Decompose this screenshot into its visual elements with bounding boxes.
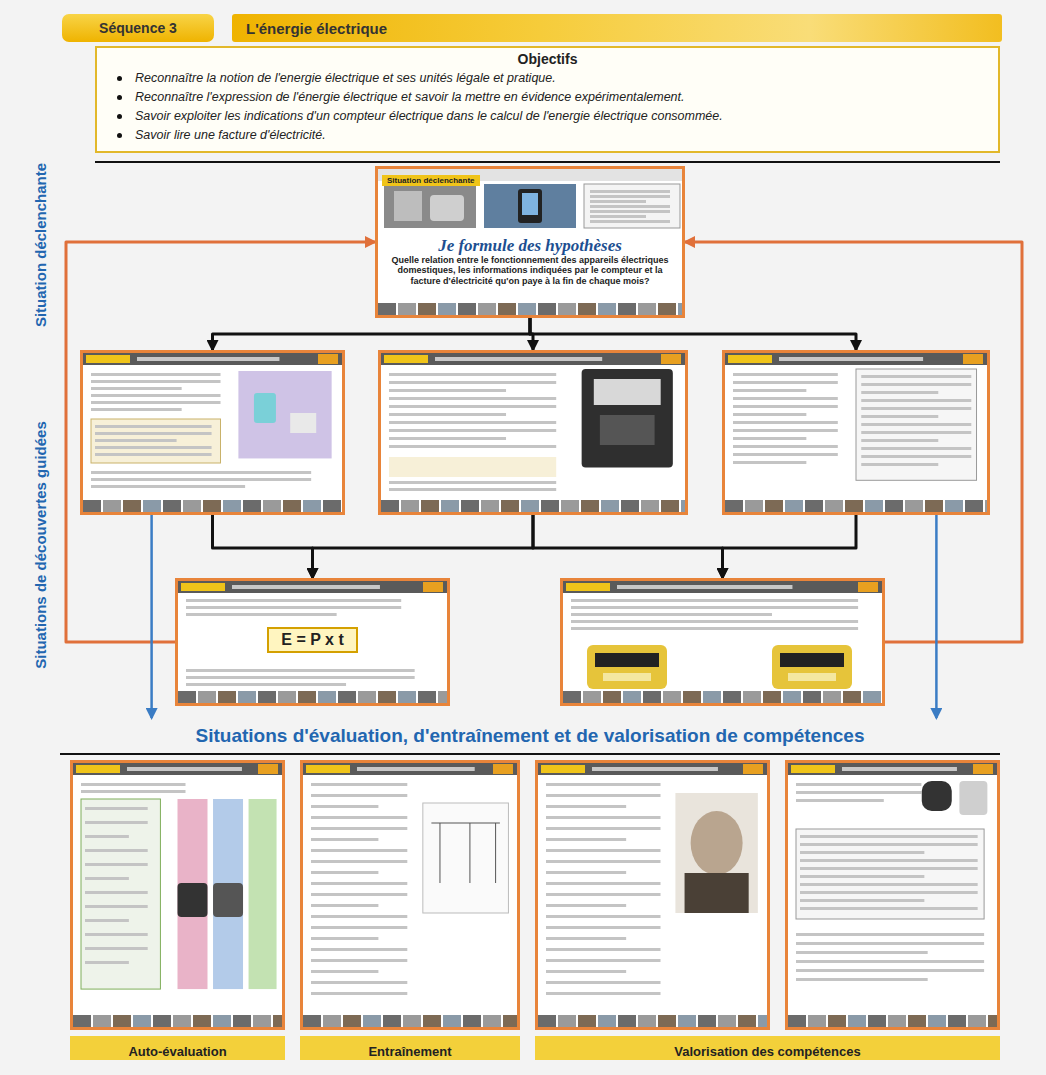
side-label: Situations de découvertes guidées — [32, 421, 49, 669]
bullet-dot — [117, 133, 122, 138]
slide-illustration — [73, 763, 282, 1027]
slide-thumbnail: Situation déclenchante Je formule des hyp… — [375, 166, 685, 318]
bullet-dot — [117, 114, 122, 119]
section-label: Entraînement — [300, 1036, 520, 1060]
connector-arrow — [530, 318, 856, 350]
bullet-dot — [117, 76, 122, 81]
slide-illustration — [563, 581, 882, 703]
slide-illustration — [538, 763, 767, 1027]
connector-arrow — [935, 515, 938, 718]
sequence-tab: Séquence 3 — [62, 14, 214, 42]
objectives-box: ObjectifsReconnaître la notion de l'ener… — [95, 46, 1000, 153]
section-label: Valorisation des compétences — [535, 1036, 1000, 1060]
section-label: Auto-évaluation — [70, 1036, 285, 1060]
slide-illustration — [303, 763, 517, 1027]
slide-thumbnail: E = P x t — [175, 578, 450, 706]
slide-illustration — [725, 353, 987, 512]
node-text: Situation déclenchante — [382, 175, 480, 186]
node-text: Situations d'évaluation, d'entraînement … — [60, 718, 1000, 747]
title-bar: L'énergie électrique — [232, 14, 1002, 42]
objective-item: Savoir lire une facture d'électricité. — [109, 126, 986, 145]
slide-thumbnail — [70, 760, 285, 1030]
objective-item: Reconnaître l'expression de l'énergie él… — [109, 88, 986, 107]
slide-thumbnail — [535, 760, 770, 1030]
node-text: E = P x t — [267, 627, 357, 653]
slide-illustration — [83, 353, 342, 512]
slide-thumbnail — [300, 760, 520, 1030]
evaluation-section: Situations d'évaluation, d'entraînement … — [60, 718, 1000, 1070]
connector-arrow — [213, 515, 313, 578]
connector-arrow — [313, 515, 534, 578]
separator-line — [95, 161, 1000, 163]
connector-arrow — [150, 515, 153, 718]
side-label: Situation déclenchante — [32, 163, 49, 327]
node-text: Séquence 3 — [99, 20, 177, 36]
node-text: Entraînement — [368, 1037, 451, 1059]
objective-item: Savoir exploiter les indications d'un co… — [109, 107, 986, 126]
connector-arrow — [213, 318, 531, 350]
objective-item: Reconnaître la notion de l'energie élect… — [109, 69, 986, 88]
bullet-dot — [117, 95, 122, 100]
node-text: Auto-évaluation — [128, 1037, 226, 1059]
box-heading: Objectifs — [109, 51, 986, 67]
slide-thumbnail — [378, 350, 688, 515]
connector-arrow — [723, 515, 857, 578]
slide-illustration — [381, 353, 685, 512]
slide-thumbnail — [80, 350, 345, 515]
slide-thumbnail — [560, 578, 885, 706]
node-text: Valorisation des compétences — [674, 1037, 860, 1059]
node-text: L'énergie électrique — [246, 20, 387, 37]
slide-illustration — [788, 763, 997, 1027]
node-text: Quelle relation entre le fonctionnement … — [378, 255, 682, 286]
connector-arrow — [533, 515, 723, 578]
slide-thumbnail — [785, 760, 1000, 1030]
node-text: Je formule des hypothèses — [378, 236, 682, 255]
slide-thumbnail — [722, 350, 990, 515]
